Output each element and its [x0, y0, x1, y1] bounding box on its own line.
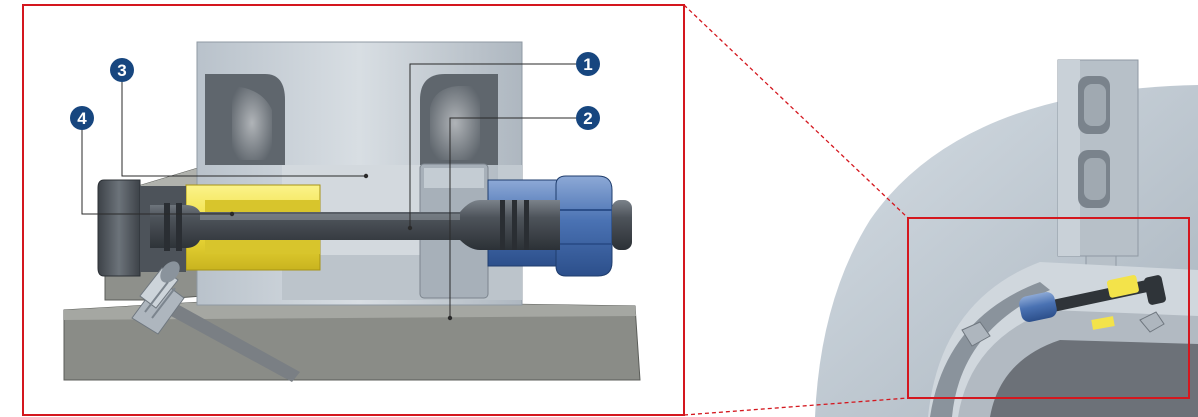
leader-lines: [81, 63, 576, 318]
hydraulic-fitting: [131, 261, 300, 382]
callout-3-label: 3: [117, 61, 126, 80]
callout-4: 4: [70, 106, 94, 130]
callout-2: 2: [576, 106, 600, 130]
callout-4-label: 4: [77, 109, 87, 128]
zoom-connector-lines: [683, 4, 909, 416]
bolt-shank: [150, 200, 560, 250]
overview-view: [815, 59, 1198, 417]
callout-1: 1: [576, 52, 600, 76]
number-1-badge-icon: [576, 52, 600, 76]
callout-3: 3: [110, 58, 134, 82]
connector-bottom: [683, 397, 909, 416]
number-2-badge-icon: [576, 106, 600, 130]
leader-2: [449, 117, 576, 318]
bolt-end: [612, 200, 632, 250]
leader-3: [121, 82, 364, 177]
leader-4: [81, 118, 232, 215]
overview-highlight-frame: [907, 217, 1190, 399]
callout-2-label: 2: [583, 109, 592, 128]
bolt-head: [97, 179, 141, 277]
detail-frame: [22, 4, 685, 416]
number-3-badge-icon: [110, 58, 134, 82]
overview-nut: [1019, 292, 1057, 322]
hex-nut: [555, 175, 613, 277]
callout-1-label: 1: [583, 55, 592, 74]
connector-top: [683, 4, 909, 219]
number-4-badge-icon: [70, 106, 94, 130]
leader-1: [409, 63, 576, 228]
detail-cross-section: 1 2 3 4: [63, 41, 641, 382]
